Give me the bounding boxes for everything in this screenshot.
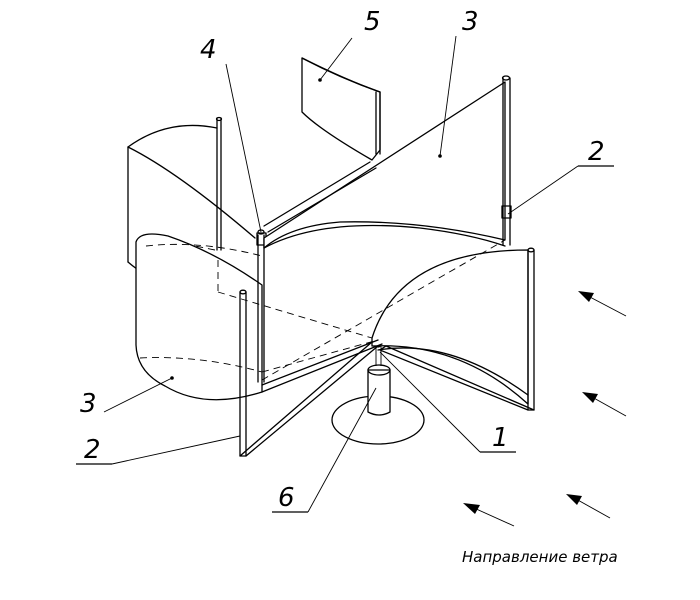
center-post: [256, 229, 267, 383]
callout-4: 4: [200, 35, 217, 65]
hub-column: [367, 340, 391, 416]
wind-arrows: [463, 291, 627, 527]
hidden-edges: [217, 239, 506, 393]
tail-vane: [301, 57, 381, 161]
callout-6: 6: [278, 483, 295, 513]
callout-5: 5: [364, 7, 381, 37]
callout-3-top: 3: [462, 7, 479, 37]
wind-direction-caption: Направление ветра: [462, 548, 618, 566]
callout-3-left: 3: [80, 389, 97, 419]
wind-arrow-icon: [566, 494, 611, 519]
callout-2-left: 2: [84, 435, 101, 465]
wind-arrow-icon: [463, 503, 515, 527]
blade-left-front: [135, 233, 263, 401]
wind-arrow-icon: [578, 291, 627, 317]
wind-arrow-icon: [582, 392, 627, 417]
callout-1: 1: [492, 423, 509, 453]
leaders: [76, 35, 614, 513]
blade-top-back: [263, 75, 512, 249]
blade-right-front: [371, 247, 535, 411]
callout-2-right: 2: [588, 137, 605, 167]
